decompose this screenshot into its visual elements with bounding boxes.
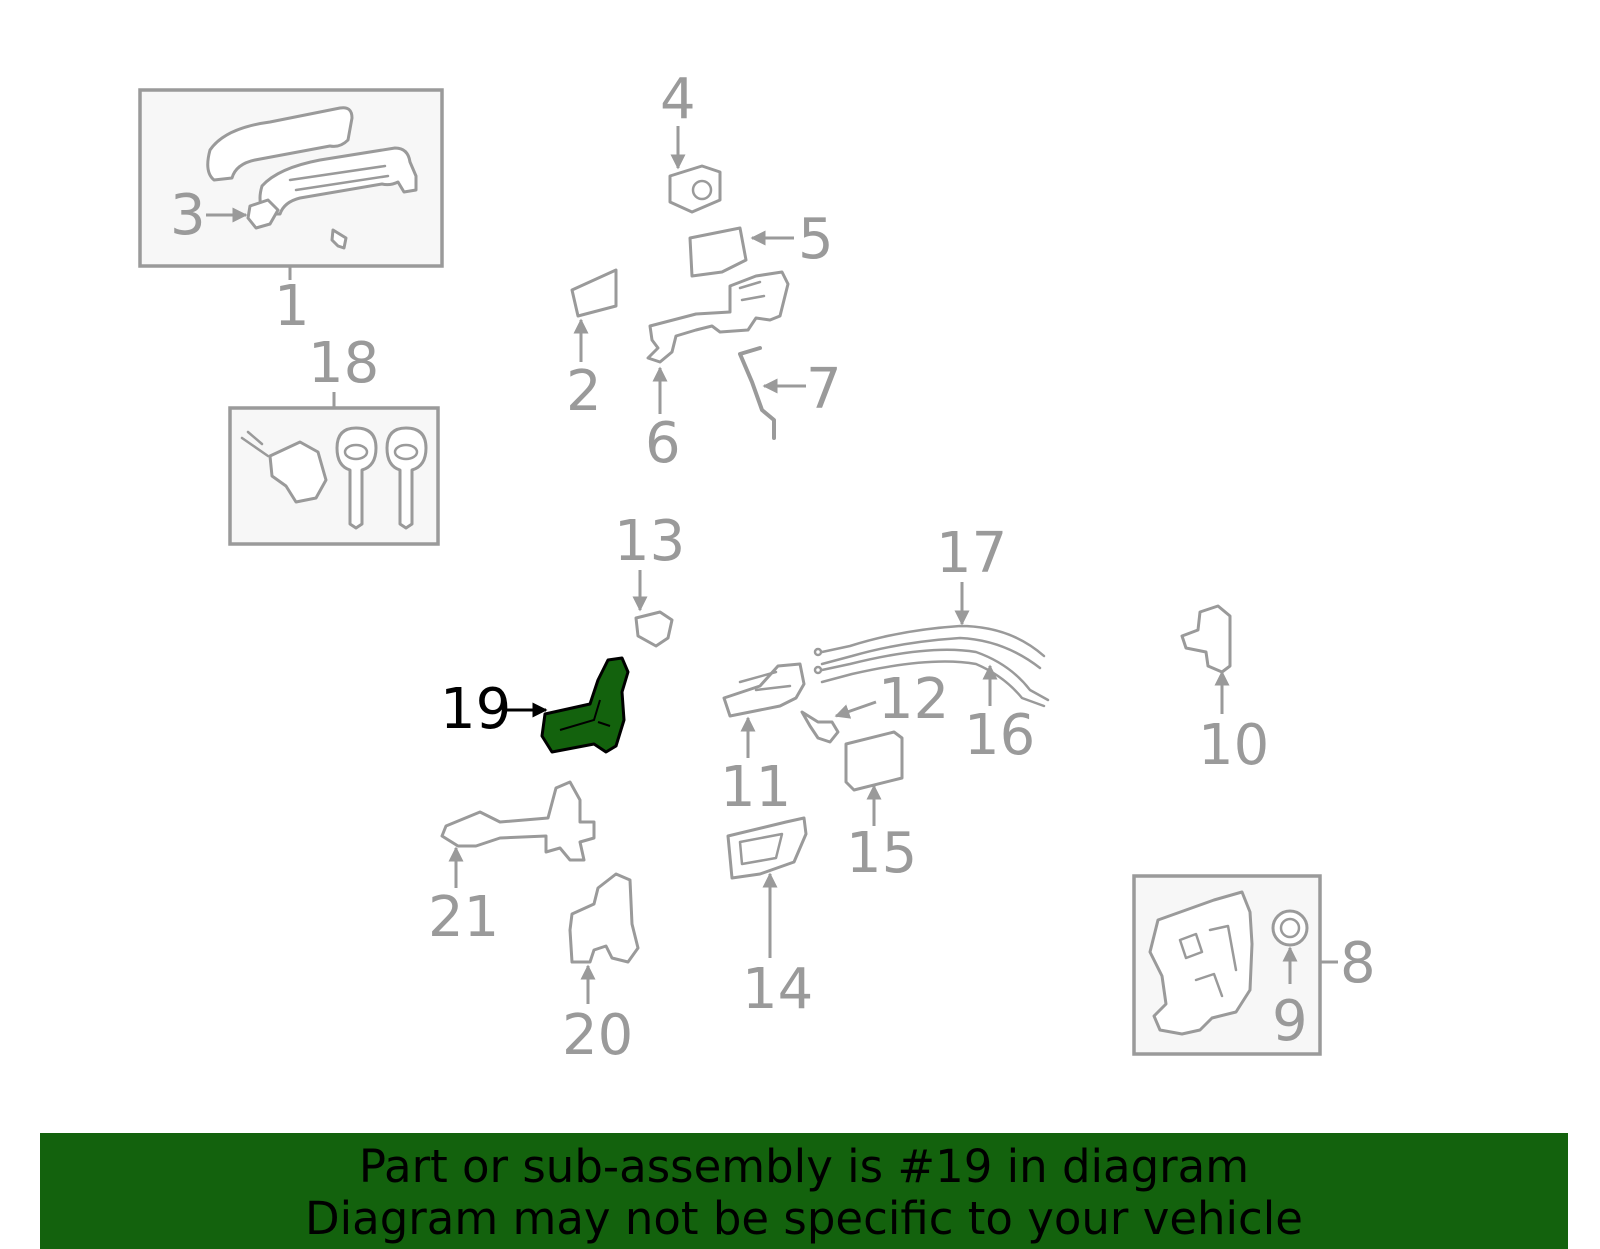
- banner-line-2: Diagram may not be specific to your vehi…: [305, 1192, 1303, 1245]
- callout-18: 18: [308, 331, 379, 396]
- cable-end-1: [813, 647, 823, 657]
- part-3-shape: [246, 198, 280, 230]
- callout-10: 10: [1198, 713, 1269, 778]
- callout-9: 9: [1272, 989, 1308, 1054]
- callout-20: 20: [562, 1003, 633, 1068]
- part-2-shape: [570, 268, 618, 318]
- callout-5: 5: [798, 207, 834, 272]
- callout-6: 6: [645, 411, 681, 476]
- part-14-inner: [738, 832, 784, 866]
- callout-2: 2: [566, 359, 602, 424]
- part-5-shape: [688, 226, 748, 278]
- cable-16-upper: [820, 648, 1050, 702]
- part-13[interactable]: 13: [614, 509, 685, 648]
- parts-diagram: 3 1 18 4 5 2 6: [138, 67, 1376, 1068]
- callout-21: 21: [428, 885, 499, 950]
- part-12-shape: [800, 710, 840, 744]
- part-19-shape: [540, 656, 630, 754]
- part-20-shape: [568, 872, 640, 964]
- callout-16: 16: [964, 703, 1035, 768]
- part-5[interactable]: 5: [688, 207, 834, 278]
- screw-shape: [330, 228, 348, 250]
- part-12[interactable]: 12: [800, 667, 949, 744]
- part-6[interactable]: 6: [645, 270, 790, 476]
- part-7-shape: [738, 346, 776, 440]
- cable-16-lower: [820, 660, 1046, 708]
- part-13-shape: [634, 610, 674, 648]
- part-19-highlighted[interactable]: 19: [440, 656, 630, 754]
- part-11-detail: [738, 670, 792, 692]
- callout-14: 14: [742, 957, 813, 1022]
- part-4[interactable]: 4: [660, 67, 722, 214]
- callout-15: 15: [846, 821, 917, 886]
- lock-cylinder-shape: [268, 440, 328, 504]
- part-15-shape: [844, 730, 904, 792]
- callout-4: 4: [660, 67, 696, 132]
- part-10[interactable]: 10: [1180, 604, 1269, 778]
- callout-13: 13: [614, 509, 685, 574]
- outer-handle-upper-shape: [206, 106, 354, 182]
- part-20[interactable]: 20: [562, 872, 640, 1068]
- cable-end-2: [813, 665, 823, 675]
- callout-8: 8: [1340, 931, 1376, 996]
- part-1-outside-handle-assembly[interactable]: 3 1: [138, 88, 444, 339]
- callout-1: 1: [274, 274, 310, 339]
- part-6-shape: [646, 270, 790, 364]
- part-21[interactable]: 21: [428, 780, 596, 950]
- part-9-hole: [1279, 917, 1301, 939]
- part-6-detail: [738, 280, 766, 302]
- part-11[interactable]: 11: [720, 662, 806, 820]
- part-19-detail: [559, 699, 611, 731]
- part-21-shape: [440, 780, 596, 862]
- callout-12: 12: [878, 667, 949, 732]
- part-4-shape: [668, 164, 722, 214]
- part-7[interactable]: 7: [738, 346, 842, 440]
- part-4-hole: [691, 179, 713, 201]
- key-1-logo: [343, 443, 369, 461]
- cable-17-upper: [820, 624, 1046, 658]
- part-18-lock-and-keys[interactable]: 18: [228, 331, 440, 546]
- banner-line-1: Part or sub-assembly is #19 in diagram: [358, 1140, 1250, 1193]
- callout-7: 7: [806, 357, 842, 422]
- leader-12: [834, 700, 877, 719]
- callout-19: 19: [440, 677, 511, 742]
- callout-17: 17: [936, 521, 1007, 586]
- cable-17-lower: [820, 636, 1042, 670]
- part-9-shape: [1271, 909, 1309, 947]
- part-8-door-latch-assembly[interactable]: 9 8: [1132, 874, 1376, 1056]
- key-2-logo: [393, 443, 419, 461]
- info-banner: Part or sub-assembly is #19 in diagram D…: [40, 1133, 1568, 1249]
- part-2[interactable]: 2: [566, 268, 618, 424]
- callout-3: 3: [170, 183, 206, 248]
- callout-11: 11: [720, 755, 791, 820]
- part-10-shape: [1180, 604, 1232, 674]
- latch-detail: [1178, 924, 1238, 998]
- part-14[interactable]: 14: [726, 816, 813, 1022]
- lock-rod-shape: [240, 430, 270, 458]
- parts-16-17-cables[interactable]: 17 16: [813, 521, 1050, 768]
- handle-grip-lines: [288, 164, 390, 192]
- part-15[interactable]: 15: [844, 730, 917, 886]
